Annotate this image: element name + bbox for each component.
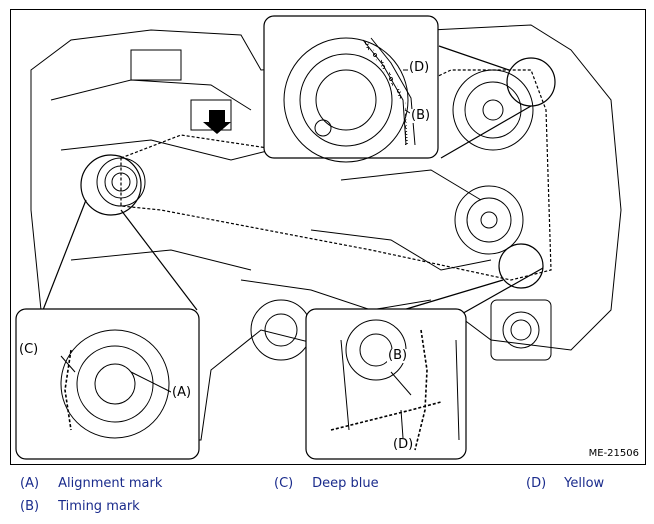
engine-line-drawing: [15, 15, 622, 460]
legend-item-c: (C) Deep blue: [274, 476, 379, 491]
inset-camshaft-detail: [263, 15, 439, 163]
legend-item-a: (A) Alignment mark: [20, 476, 162, 491]
legend-item-d: (D) Yellow: [526, 476, 604, 491]
callout-b-top: (B): [410, 108, 432, 123]
legend-key: (B): [20, 499, 40, 514]
legend-label: Deep blue: [312, 476, 379, 491]
engine-timing-diagram: (D) (B) (C) (A) (B) (D) ME-21506: [10, 9, 646, 465]
legend-item-b: (B) Timing mark: [20, 499, 140, 514]
legend-label: Timing mark: [58, 499, 140, 514]
legend-key: (D): [526, 476, 547, 491]
legend-label: Alignment mark: [58, 476, 163, 491]
inset-crankshaft-detail: [15, 308, 200, 460]
callout-c-left: (C): [18, 342, 40, 357]
legend-key: (A): [20, 476, 40, 491]
legend-key: (C): [274, 476, 294, 491]
legend-label: Yellow: [564, 476, 605, 491]
figure-id: ME-21506: [588, 448, 639, 459]
inset-lower-sprocket-detail: [305, 308, 467, 460]
callout-a-left: (A): [171, 385, 193, 400]
callout-d-bottom: (D): [392, 437, 415, 452]
callout-d-top: (D): [408, 60, 431, 75]
callout-b-bottom: (B): [387, 348, 409, 363]
